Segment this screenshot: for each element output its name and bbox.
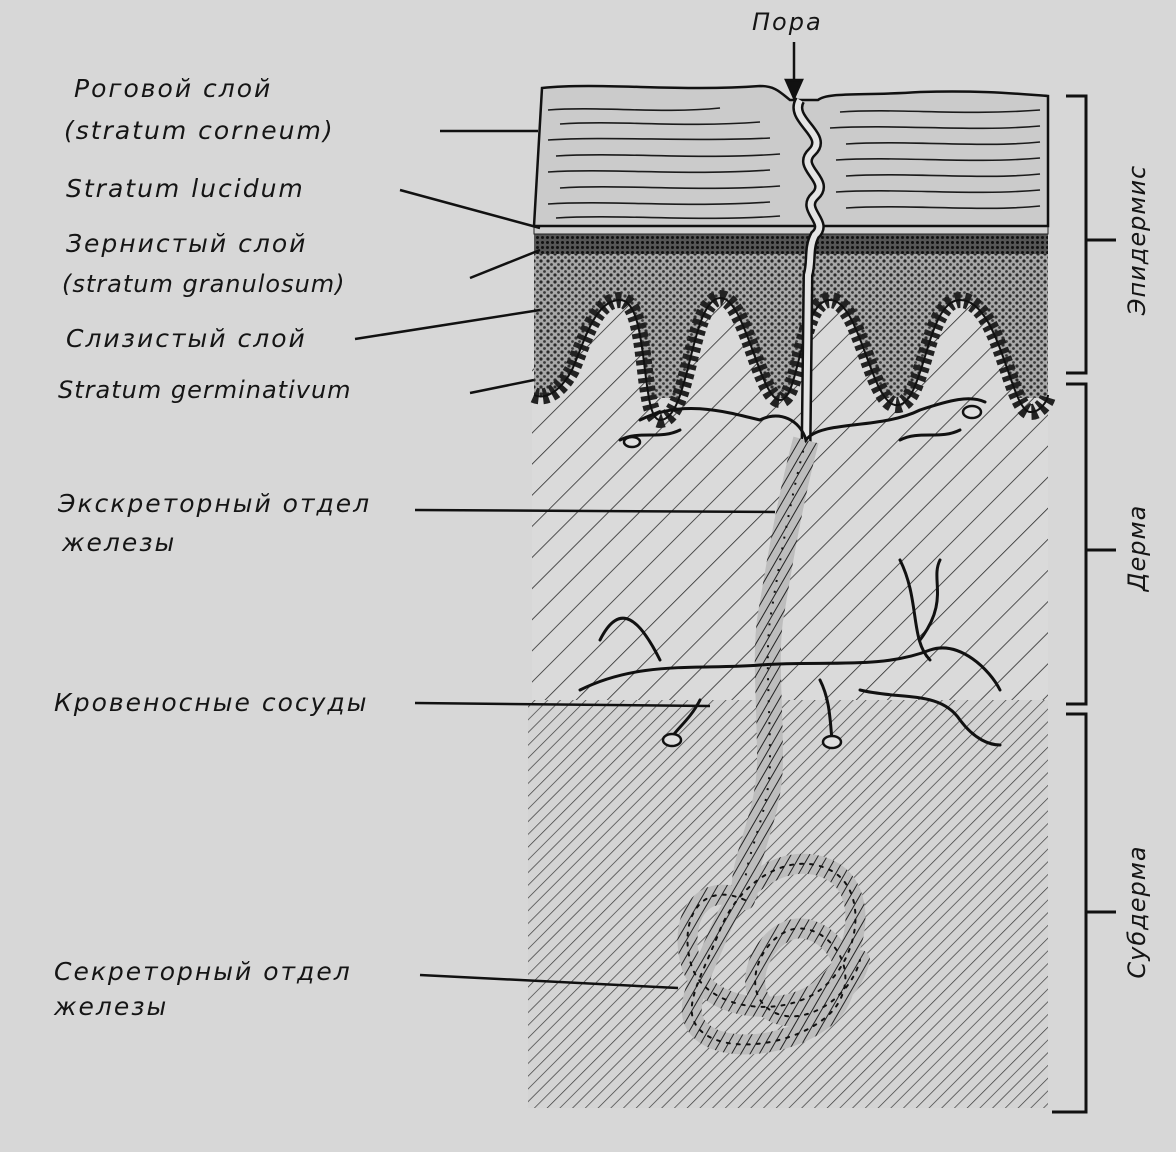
label-mucous-layer: Слизистый слой — [66, 322, 307, 355]
region-label-subdermis: Субдерма — [1123, 832, 1153, 992]
label-stratum-granulosum-ru: Зернистый слой — [66, 227, 307, 260]
label-stratum-granulosum-lat: (stratum granulosum) — [62, 268, 346, 301]
region-label-epidermis: Эпидермис — [1123, 160, 1153, 320]
pore-arrow — [786, 42, 802, 98]
label-blood-vessels: Кровеносные сосуды — [54, 686, 368, 719]
label-secretory-line2: железы — [54, 990, 168, 1023]
label-excretory-line1: Экскреторный отдел — [58, 487, 371, 520]
region-label-dermis: Дерма — [1123, 488, 1153, 608]
label-stratum-germinativum: Stratum germinativum — [58, 374, 352, 407]
region-brackets — [1052, 96, 1116, 1112]
label-stratum-corneum-ru: Роговой слой — [74, 72, 272, 105]
corneum-layer — [534, 86, 1048, 226]
label-stratum-corneum-lat: (stratum corneum) — [64, 114, 335, 147]
label-secretory-line1: Секреторный отдел — [54, 955, 352, 988]
label-excretory-line2: железы — [62, 526, 176, 559]
label-stratum-lucidum: Stratum lucidum — [66, 172, 305, 205]
granular-layer — [534, 234, 1048, 254]
label-pore: Пора — [752, 6, 823, 39]
